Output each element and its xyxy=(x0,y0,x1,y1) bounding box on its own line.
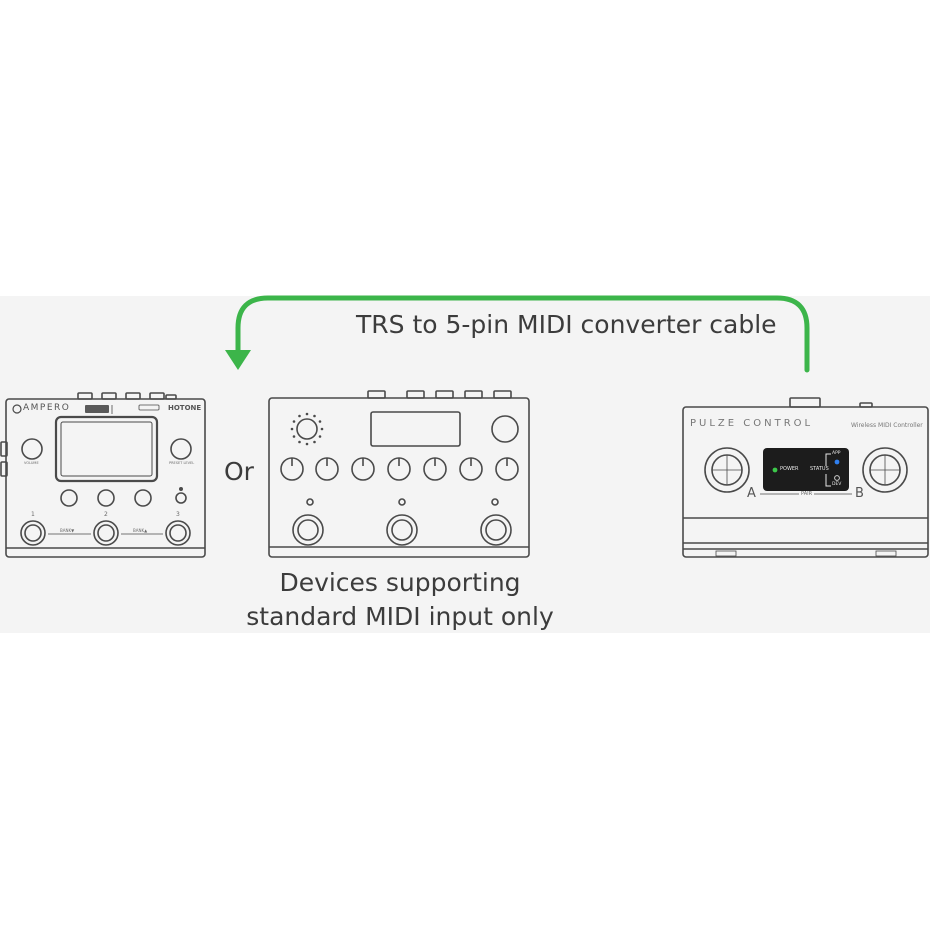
ampero-knob-right-label: PRESET LEVEL xyxy=(169,461,195,465)
pulze-status-label: STATUS xyxy=(810,466,829,472)
status-bracket-lower-icon xyxy=(825,474,831,487)
ampero-footswitch-2-label: 2 xyxy=(104,511,108,518)
ampero-brand: AMPERO xyxy=(23,403,71,413)
app-led xyxy=(834,459,840,465)
pulze-control-device xyxy=(682,397,929,558)
cable-arrowhead xyxy=(225,350,251,370)
ampero-footswitch-1-label: 1 xyxy=(31,511,35,518)
ampero-footswitch-3-label: 3 xyxy=(176,511,180,518)
caption-line-2: standard MIDI input only xyxy=(246,602,554,631)
ampero-bank-up-label: BANK▲ xyxy=(133,528,148,533)
caption-line-1: Devices supporting xyxy=(279,568,521,597)
cable-label: TRS to 5-pin MIDI converter cable xyxy=(356,310,777,339)
cable-arrow-line xyxy=(235,295,810,373)
status-bracket-icon xyxy=(825,453,831,466)
pulze-screen xyxy=(763,448,849,491)
ampero-knob-left-label: VOLUME xyxy=(24,461,39,465)
pulze-app-label: APP xyxy=(832,451,841,456)
pulze-switch-a-label: A xyxy=(747,486,756,501)
ampero-bank-down-label: BANK▼ xyxy=(60,528,75,533)
device-caption: Devices supporting standard MIDI input o… xyxy=(225,566,575,634)
ampero-maker: HOTONE xyxy=(168,404,202,412)
pulze-dev-label: DEV xyxy=(832,482,842,487)
pulze-switch-b-label: B xyxy=(855,486,864,501)
or-label: Or xyxy=(224,457,254,486)
power-led xyxy=(772,467,778,473)
generic-midi-device xyxy=(268,390,530,558)
pulze-brand: PULZE CONTROL xyxy=(690,418,814,429)
pulze-subtitle: Wireless MIDI Controller xyxy=(851,422,923,429)
ampero-device xyxy=(0,392,206,558)
pulze-power-label: POWER xyxy=(780,466,799,472)
dev-led xyxy=(834,475,840,481)
pulze-pair-label: PAIR xyxy=(799,491,815,497)
